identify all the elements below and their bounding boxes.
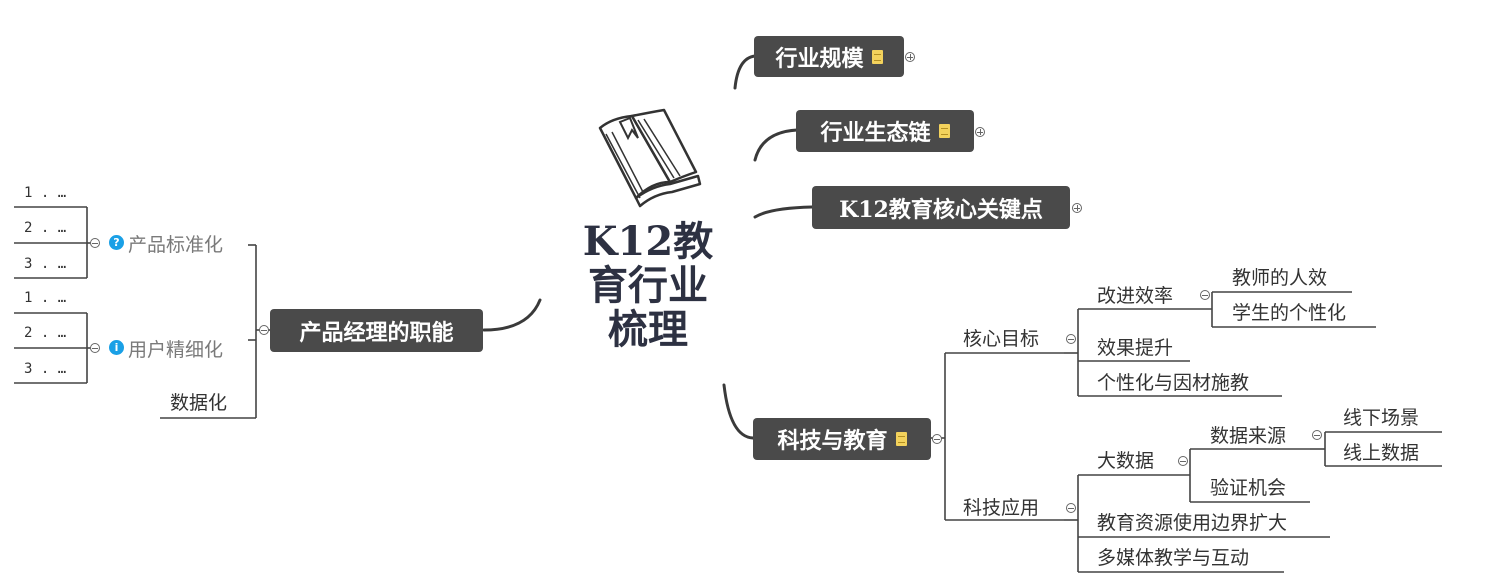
note-icon[interactable] [871,49,883,64]
central-topic[interactable]: K12教 育行业 梳理 [570,220,726,352]
node-data-source[interactable]: 数据来源 [1210,425,1287,447]
node-tech-application[interactable]: 科技应用 [963,497,1040,519]
central-title-line-3: 梳理 [608,306,688,353]
node-effect-improvement[interactable]: 效果提升 [1097,337,1174,359]
collapse-toggle-icon[interactable] [259,325,269,335]
topic-label: K12教育核心关键点 [839,196,1043,223]
collapse-toggle-icon[interactable] [1312,430,1322,440]
node-resource-boundary[interactable]: 教育资源使用边界扩大 [1097,512,1288,534]
node-product-standardization[interactable]: 产品标准化 [128,234,224,256]
node-multimedia[interactable]: 多媒体教学与互动 [1097,547,1250,569]
node-big-data[interactable]: 大数据 [1097,450,1155,472]
list-item[interactable]: 3 . … [24,256,67,272]
list-item[interactable]: 1 . … [24,290,67,306]
list-item[interactable]: 2 . … [24,325,67,341]
node-online-data[interactable]: 线上数据 [1343,442,1420,464]
topic-label: 行业生态链 [820,120,931,146]
list-item[interactable]: 1 . … [24,185,67,201]
question-marker-icon[interactable]: ? [109,235,124,250]
node-personalized-teaching[interactable]: 个性化与因材施教 [1097,372,1250,394]
note-icon[interactable] [895,432,907,446]
expand-toggle-icon[interactable] [1072,203,1082,213]
collapse-toggle-icon[interactable] [90,238,100,248]
topic-label: 行业规模 [775,45,864,72]
note-icon[interactable] [938,124,950,138]
node-offline-scene[interactable]: 线下场景 [1343,407,1420,429]
node-datafication[interactable]: 数据化 [170,392,228,414]
topic-tech-and-education[interactable]: 科技与教育 [753,418,931,460]
topic-pm-functions[interactable]: 产品经理的职能 [270,309,483,352]
book-icon [598,108,702,208]
topic-industry-scale[interactable]: 行业规模 [754,36,904,77]
node-verify-opportunity[interactable]: 验证机会 [1210,477,1287,499]
expand-toggle-icon[interactable] [975,127,985,137]
collapse-toggle-icon[interactable] [1066,503,1076,513]
topic-label: 产品经理的职能 [299,319,454,346]
collapse-toggle-icon[interactable] [1066,334,1076,344]
collapse-toggle-icon[interactable] [1178,456,1188,466]
node-user-refinement[interactable]: 用户精细化 [128,339,224,361]
topic-label: 科技与教育 [777,428,888,454]
collapse-toggle-icon[interactable] [932,434,942,444]
collapse-toggle-icon[interactable] [1200,290,1210,300]
collapse-toggle-icon[interactable] [90,343,100,353]
node-core-goal[interactable]: 核心目标 [963,328,1040,350]
central-title-line-2: 育行业 [588,262,708,309]
list-item[interactable]: 3 . … [24,361,67,377]
central-title-line-1: K12教 [582,218,714,265]
list-item[interactable]: 2 . … [24,220,67,236]
topic-industry-ecosystem[interactable]: 行业生态链 [796,110,974,152]
expand-toggle-icon[interactable] [905,52,915,62]
node-teacher-efficiency[interactable]: 教师的人效 [1232,267,1328,289]
topic-k12-keypoints[interactable]: K12教育核心关键点 [812,186,1070,229]
node-student-personalization[interactable]: 学生的个性化 [1232,302,1347,324]
node-efficiency[interactable]: 改进效率 [1097,285,1174,307]
info-marker-icon[interactable]: i [109,340,124,355]
